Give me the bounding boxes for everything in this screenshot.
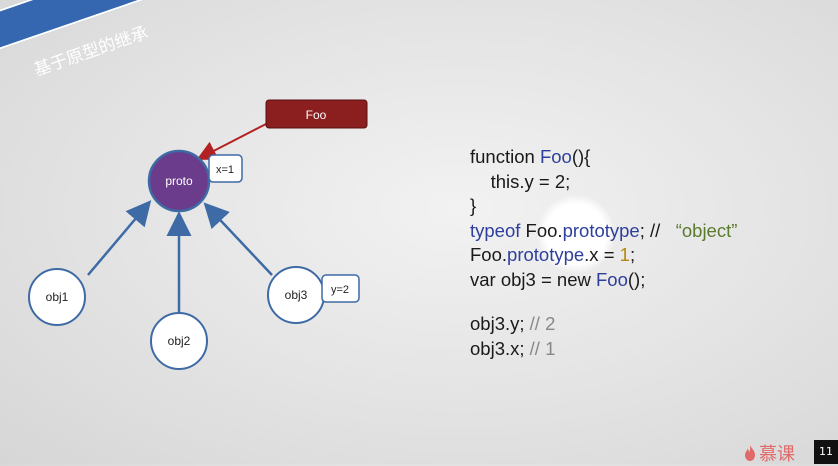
code-spacer (470, 292, 737, 312)
code-line-3: } (470, 194, 737, 219)
obj1-node: obj1 (28, 268, 86, 326)
foo-to-proto-arrow (196, 123, 267, 160)
code-line-7: obj3.y; // 2 (470, 312, 737, 337)
code-text: obj3.y; (470, 313, 530, 334)
code-line-1: function Foo(){ (470, 145, 737, 170)
code-text: var obj3 = new (470, 268, 596, 290)
code-line-6: var obj3 = new Foo(); (470, 268, 737, 293)
obj1-label: obj1 (46, 290, 69, 304)
code-text: this.y = 2; (490, 170, 571, 192)
obj3-tag-label: y=2 (331, 284, 349, 296)
code-text: obj3.x; (470, 337, 530, 359)
proto-tag-label: x=1 (216, 164, 234, 176)
code-keyword: Foo (595, 268, 628, 290)
watermark-text: 慕课 (759, 444, 795, 465)
watermark: 慕课 (744, 440, 795, 466)
code-text: Foo. (470, 244, 508, 265)
code-line-8: obj3.x; // 1 (470, 337, 737, 362)
obj2-node: obj2 (150, 312, 208, 370)
corner-badge: 11 (814, 440, 838, 464)
obj3-tag: y=2 (321, 274, 360, 303)
foo-label: Foo (306, 108, 327, 122)
code-text: function (470, 146, 540, 167)
obj2-label: obj2 (168, 334, 191, 348)
flame-icon (745, 445, 755, 461)
code-number: 1 (619, 244, 630, 265)
code-keyword: prototype (562, 219, 640, 241)
proto-label: proto (165, 174, 193, 188)
code-keyword: Foo (539, 146, 572, 167)
code-text: .x = (584, 244, 620, 265)
code-text: ; // (639, 219, 661, 241)
code-comment: // 1 (529, 337, 556, 359)
code-keyword: prototype (507, 244, 585, 265)
code-line-5: Foo.prototype.x = 1; (470, 243, 737, 268)
code-text: } (470, 195, 477, 216)
code-line-2: this.y = 2; (470, 170, 737, 195)
obj3-label: obj3 (285, 288, 308, 302)
code-comment: // 2 (529, 313, 556, 334)
proto-tag: x=1 (208, 154, 243, 183)
code-text: ; (629, 244, 636, 265)
code-comment: “object” (675, 219, 738, 241)
foo-box: Foo (265, 99, 368, 129)
obj1-to-proto-arrow (87, 200, 152, 276)
code-line-4: typeof Foo.prototype; // “object” (470, 219, 737, 244)
code-keyword: typeof (470, 219, 521, 241)
obj3-to-proto-arrow (203, 202, 273, 276)
code-text: Foo. (520, 219, 563, 241)
code-text: (){ (571, 146, 591, 167)
code-text: (); (627, 268, 646, 290)
obj3-node: obj3 (267, 266, 325, 324)
proto-node: proto (147, 149, 211, 213)
code-block: function Foo(){ this.y = 2; } typeof Foo… (470, 145, 737, 361)
